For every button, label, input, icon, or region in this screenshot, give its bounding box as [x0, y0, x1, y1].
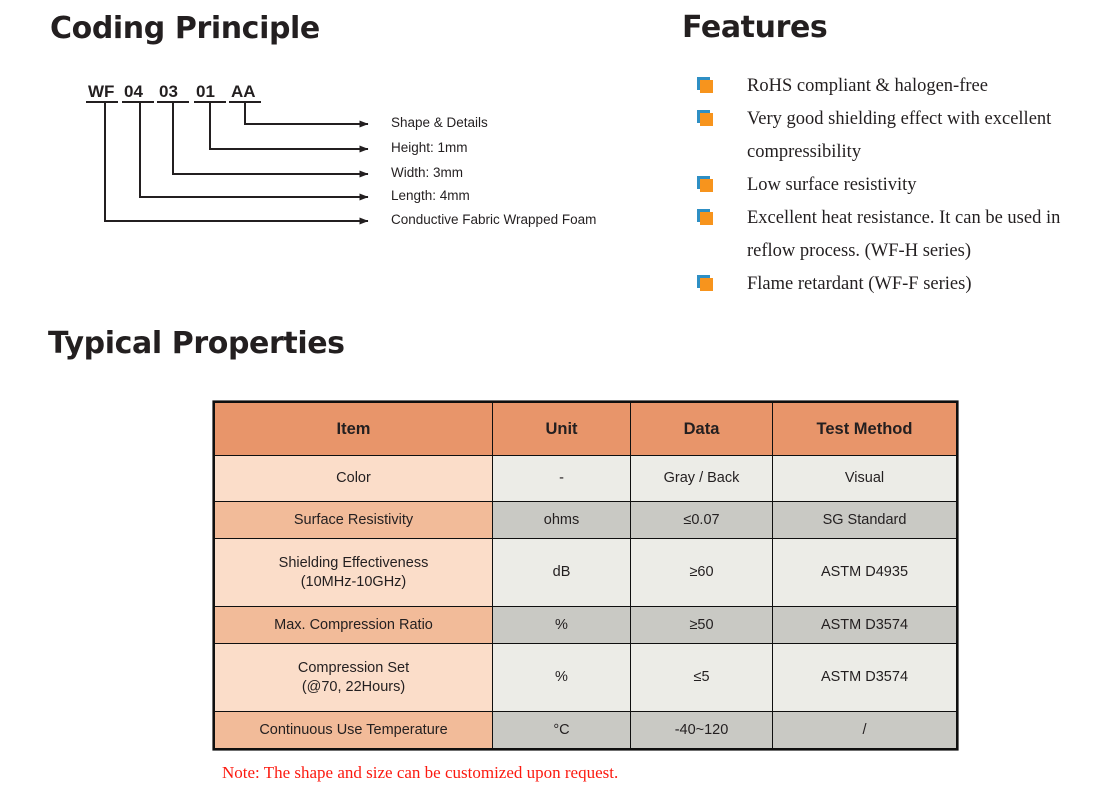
- coding-leader-label-3: Width: 3mm: [391, 165, 464, 180]
- cell-test-method: ASTM D4935: [772, 538, 957, 607]
- cell-item: Compression Set(@70, 22Hours): [214, 643, 493, 712]
- cell-item: Max. Compression Ratio: [214, 606, 493, 644]
- coding-leader-lines: [86, 101, 369, 225]
- table-header: Item Unit Data Test Method: [214, 402, 957, 456]
- column-header-data: Data: [630, 402, 773, 456]
- feature-item-text: Very good shielding effect with excellen…: [747, 109, 1052, 162]
- bullet-square-icon: [697, 176, 715, 192]
- typical-properties-table: Item Unit Data Test Method Color-Gray / …: [213, 401, 958, 750]
- coding-leader-label-2: Height: 1mm: [391, 140, 468, 155]
- column-header-item: Item: [214, 402, 493, 456]
- cell-test-method: Visual: [772, 455, 957, 502]
- table-header-row: Item Unit Data Test Method: [214, 402, 957, 456]
- coding-leader-label-4: Length: 4mm: [391, 188, 470, 203]
- feature-item: Flame retardant (WF-F series): [697, 268, 1097, 301]
- cell-unit: -: [492, 455, 631, 502]
- feature-item-text: Excellent heat resistance. It can be use…: [747, 208, 1061, 261]
- feature-item: Low surface resistivity: [697, 169, 1097, 202]
- column-header-test-method: Test Method: [772, 402, 957, 456]
- code-token-3: 03: [159, 82, 178, 101]
- feature-item: RoHS compliant & halogen-free: [697, 70, 1097, 103]
- bullet-square-icon: [697, 77, 715, 93]
- bullet-square-icon: [697, 275, 715, 291]
- cell-unit: dB: [492, 538, 631, 607]
- feature-item-text: Low surface resistivity: [747, 175, 917, 195]
- cell-data: ≤5: [630, 643, 773, 712]
- cell-data: ≤0.07: [630, 501, 773, 539]
- features-heading: Features: [682, 10, 828, 45]
- cell-item: Surface Resistivity: [214, 501, 493, 539]
- coding-leader-label-1: Shape & Details: [391, 115, 488, 130]
- cell-unit: °C: [492, 711, 631, 749]
- cell-test-method: ASTM D3574: [772, 643, 957, 712]
- cell-test-method: ASTM D3574: [772, 606, 957, 644]
- cell-data: -40~120: [630, 711, 773, 749]
- coding-principle-heading: Coding Principle: [50, 11, 320, 46]
- feature-item: Excellent heat resistance. It can be use…: [697, 202, 1097, 268]
- column-header-unit: Unit: [492, 402, 631, 456]
- feature-item: Very good shielding effect with excellen…: [697, 103, 1097, 169]
- cell-data: ≥50: [630, 606, 773, 644]
- cell-test-method: SG Standard: [772, 501, 957, 539]
- feature-item-text: Flame retardant (WF-F series): [747, 274, 972, 294]
- cell-unit: ohms: [492, 501, 631, 539]
- typical-properties-heading: Typical Properties: [48, 326, 345, 361]
- cell-unit: %: [492, 606, 631, 644]
- cell-data: ≥60: [630, 538, 773, 607]
- table-row: Continuous Use Temperature°C-40~120/: [214, 711, 957, 749]
- cell-unit: %: [492, 643, 631, 712]
- bullet-square-icon: [697, 110, 715, 126]
- cell-data: Gray / Back: [630, 455, 773, 502]
- cell-test-method: /: [772, 711, 957, 749]
- feature-item-text: RoHS compliant & halogen-free: [747, 76, 988, 96]
- code-token-2: 04: [124, 82, 143, 101]
- cell-item: Continuous Use Temperature: [214, 711, 493, 749]
- table-note: Note: The shape and size can be customiz…: [222, 763, 619, 782]
- cell-item: Shielding Effectiveness(10MHz-10GHz): [214, 538, 493, 607]
- bullet-square-icon: [697, 209, 715, 225]
- table-row: Shielding Effectiveness(10MHz-10GHz)dB≥6…: [214, 538, 957, 607]
- code-token-5: AA: [231, 82, 256, 101]
- code-token-1: WF: [88, 82, 115, 101]
- cell-item: Color: [214, 455, 493, 502]
- coding-leader-label-5: Conductive Fabric Wrapped Foam: [391, 212, 597, 227]
- code-token-4: 01: [196, 82, 215, 101]
